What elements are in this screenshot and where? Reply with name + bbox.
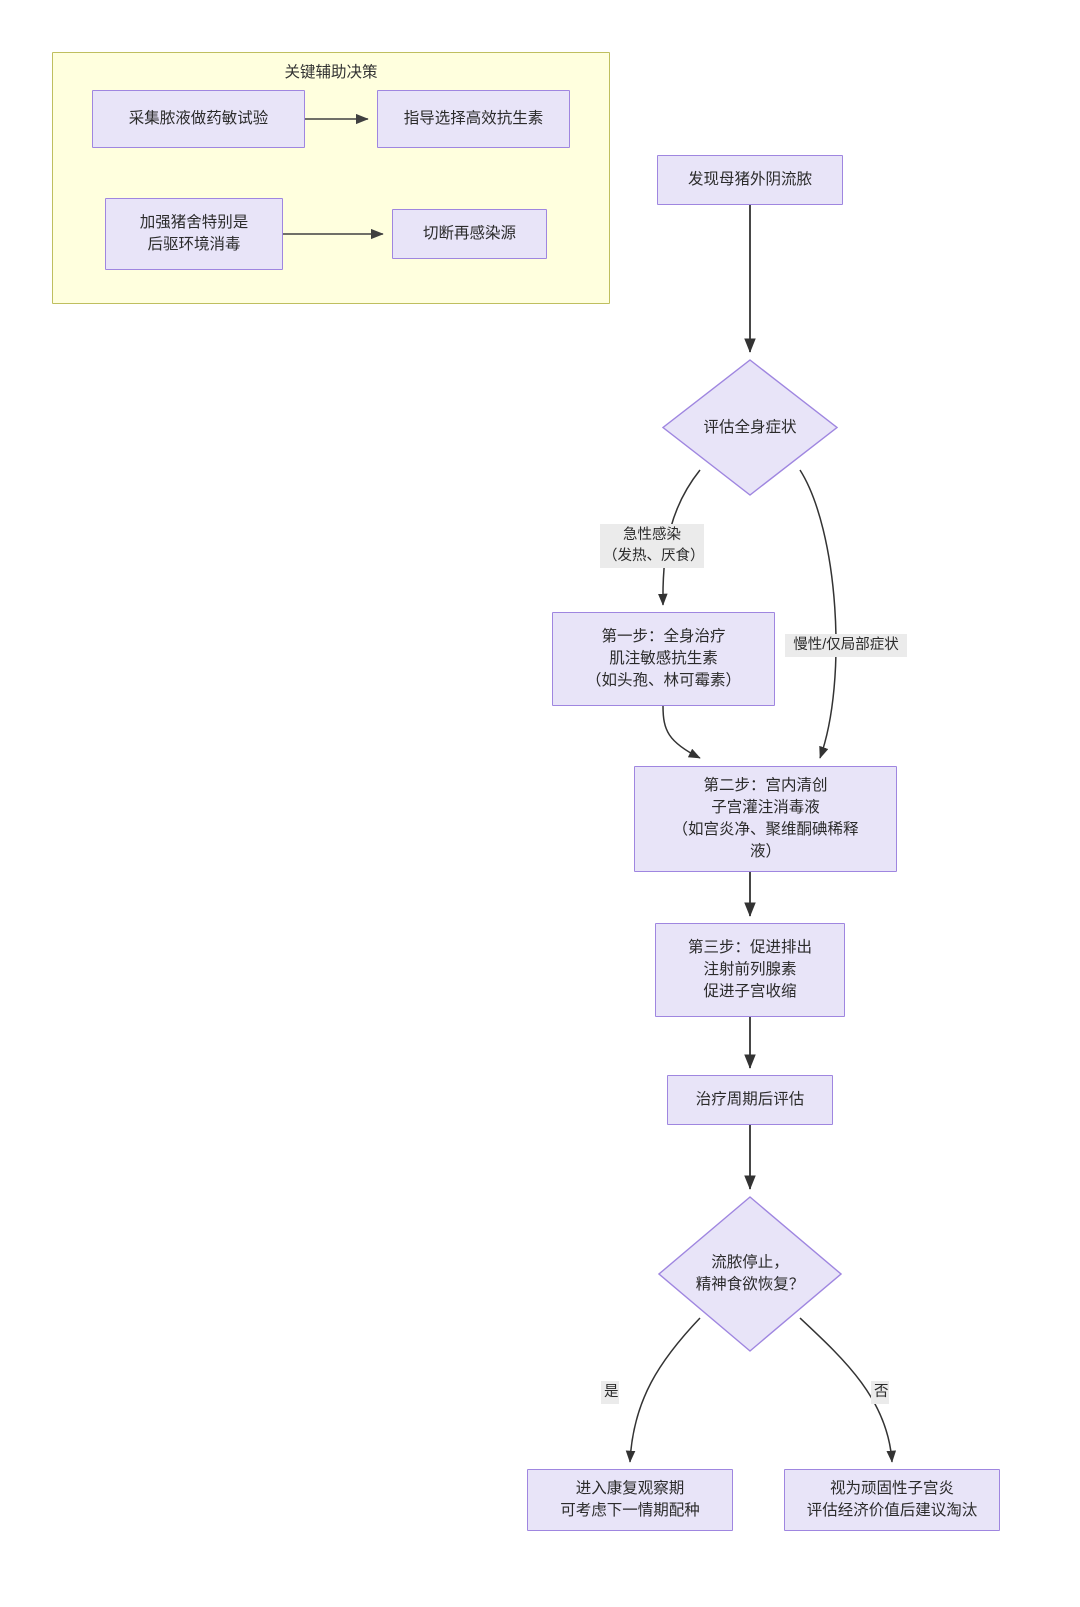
node-assess-systemic-symptoms[interactable]: 评估全身症状	[662, 359, 838, 496]
subgraph-title: 关键辅助决策	[284, 64, 378, 81]
node-outcome-recovery[interactable]: 进入康复观察期 可考虑下一情期配种	[527, 1469, 733, 1531]
edge-label-yes: 是	[601, 1381, 619, 1405]
node-start-discovery[interactable]: 发现母猪外阴流脓	[657, 155, 843, 205]
node-post-treatment-review[interactable]: 治疗周期后评估	[667, 1075, 833, 1125]
edge-label-chronic-local: 慢性/仅局部症状	[785, 634, 907, 658]
node-aux-barn-disinfection[interactable]: 加强猪舍特别是 后驱环境消毒	[105, 198, 283, 270]
node-step1-systemic-treatment[interactable]: 第一步：全身治疗 肌注敏感抗生素 （如头孢、林可霉素）	[552, 612, 775, 706]
node-recovery-decision[interactable]: 流脓停止， 精神食欲恢复？	[658, 1196, 842, 1352]
node-recovery-label: 流脓停止， 精神食欲恢复？	[695, 1254, 805, 1293]
diamond-shape-recovery	[658, 1196, 842, 1352]
node-step3-promote-discharge[interactable]: 第三步：促进排出 注射前列腺素 促进子宫收缩	[655, 923, 845, 1017]
node-step2-intrauterine-debridement[interactable]: 第二步：宫内清创 子宫灌注消毒液 （如宫炎净、聚维酮碘稀释 液）	[634, 766, 897, 872]
node-aux-culture-test[interactable]: 采集脓液做药敏试验	[92, 90, 305, 148]
edge-label-no: 否	[871, 1381, 889, 1405]
edge-label-acute-infection: 急性感染 （发热、厌食）	[600, 524, 705, 569]
node-aux-antibiotic-guidance[interactable]: 指导选择高效抗生素	[377, 90, 570, 148]
node-aux-cut-reinfection[interactable]: 切断再感染源	[392, 209, 547, 259]
edge-step1-step2	[662, 705, 701, 759]
edge-assess-step2	[799, 469, 837, 759]
diamond-shape-assess	[662, 359, 838, 496]
node-outcome-cull[interactable]: 视为顽固性子宫炎 评估经济价值后建议淘汰	[784, 1469, 1000, 1531]
node-assess-label: 评估全身症状	[703, 418, 797, 436]
